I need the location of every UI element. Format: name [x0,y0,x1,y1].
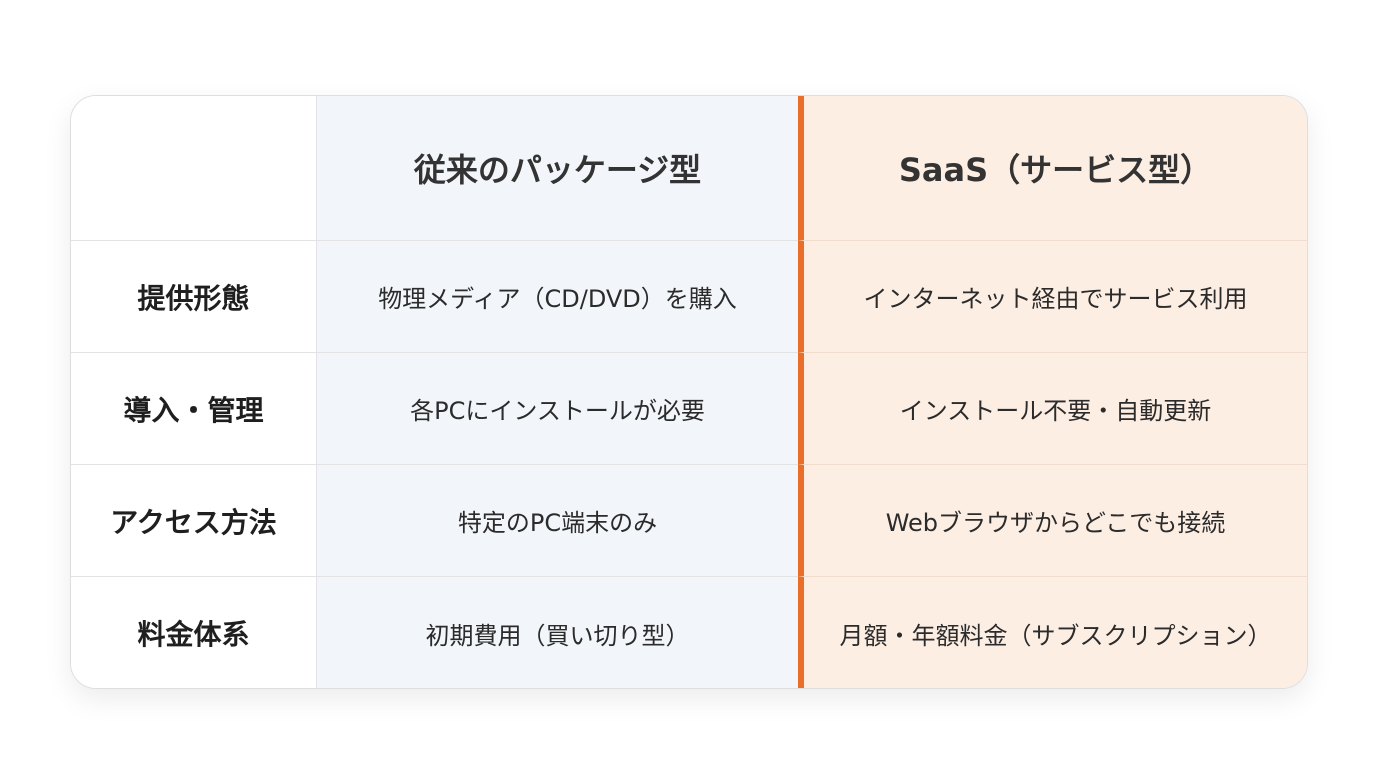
comparison-table: 従来のパッケージ型 SaaS（サービス型） 提供形態 物理メディア（CD/DVD… [70,95,1308,689]
row-label-delivery: 提供形態 [71,241,317,353]
package-cell-pricing: 初期費用（買い切り型） [317,577,798,688]
package-cell-access: 特定のPC端末のみ [317,465,798,577]
package-column-header: 従来のパッケージ型 [317,96,798,241]
corner-cell [71,96,317,241]
package-cell-setup: 各PCにインストールが必要 [317,353,798,465]
saas-cell-pricing: 月額・年額料金（サブスクリプション） [798,577,1307,688]
row-label-access: アクセス方法 [71,465,317,577]
package-cell-delivery: 物理メディア（CD/DVD）を購入 [317,241,798,353]
comparison-grid: 従来のパッケージ型 SaaS（サービス型） 提供形態 物理メディア（CD/DVD… [71,96,1307,688]
row-label-setup: 導入・管理 [71,353,317,465]
row-label-pricing: 料金体系 [71,577,317,688]
saas-cell-setup: インストール不要・自動更新 [798,353,1307,465]
saas-column-header: SaaS（サービス型） [798,96,1307,241]
saas-cell-delivery: インターネット経由でサービス利用 [798,241,1307,353]
saas-cell-access: Webブラウザからどこでも接続 [798,465,1307,577]
